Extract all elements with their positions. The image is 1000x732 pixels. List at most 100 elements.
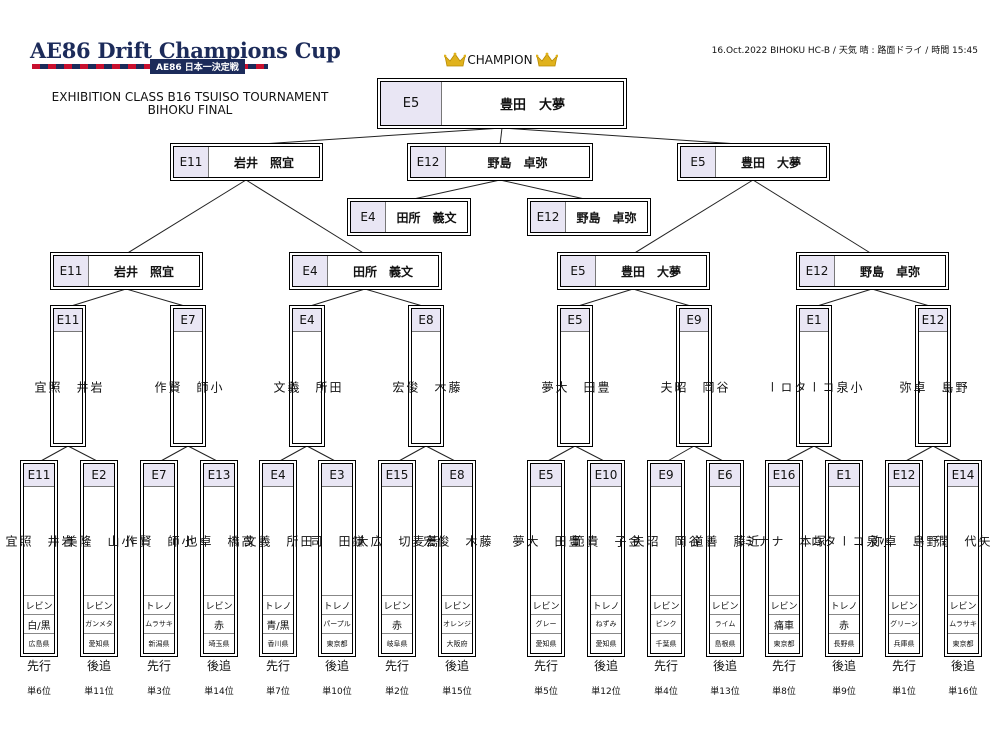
seed-label: E5	[681, 147, 716, 177]
quarterfinal-box: E4 田 所 義 文	[272, 308, 342, 444]
champion-box: E5 豊田 大夢	[380, 81, 624, 126]
solo-rank: 単10位	[322, 687, 352, 697]
driver-name: 小 山 隆 美	[64, 534, 134, 548]
seed-label: E12	[919, 309, 947, 332]
prefecture: 東京都	[948, 633, 978, 653]
run-order: 先行	[146, 659, 171, 673]
driver-name: 近 藤 善 道	[690, 534, 760, 548]
competitor-card: E3 鎌 田 司 トレノ パープル 東京都	[309, 463, 365, 654]
final-box: E12 野島 卓弥	[410, 146, 590, 178]
bracket-connector	[306, 288, 366, 308]
prefecture: 愛知県	[531, 633, 561, 653]
semifinal-box: E11 岩井 照宜	[53, 255, 200, 287]
car-color: ねずみ	[591, 614, 621, 633]
car-color: 痛車	[769, 614, 799, 633]
car-color: ムラサキ	[948, 614, 978, 633]
car-model: レビン	[948, 595, 978, 614]
run-order: 後追	[831, 659, 856, 673]
logo-title: AE86 Drift Champions Cup	[30, 38, 341, 63]
car-color: 赤	[829, 614, 859, 633]
seed-label: E12	[531, 202, 566, 232]
seed-label: E9	[680, 309, 708, 332]
solo-rank: 単7位	[266, 687, 290, 697]
bracket-connector	[187, 445, 220, 463]
bracket-connector	[425, 445, 458, 463]
seed-label: E7	[174, 309, 202, 332]
car-color: 赤	[382, 614, 412, 633]
prefecture: 愛知県	[84, 633, 114, 653]
quarterfinal-box: E11 岩 井 照 宜	[33, 308, 103, 444]
final-box: E11 岩井 照宜	[173, 146, 320, 178]
quarterfinal-box: E8 藤 木 俊 宏	[391, 308, 461, 444]
car-model: レビン	[382, 595, 412, 614]
bracket-connector	[245, 127, 503, 146]
seed-label: E1	[800, 309, 828, 332]
seed-label: E6	[710, 464, 740, 487]
car-model: レビン	[442, 595, 472, 614]
bracket-connector	[245, 179, 366, 255]
bracket-connector	[67, 288, 127, 308]
seed-label: E12	[889, 464, 919, 487]
driver-name: 野島 卓弥	[487, 155, 548, 170]
run-order: 後追	[712, 659, 737, 673]
run-order: 先行	[653, 659, 678, 673]
bracket-connector	[408, 179, 501, 201]
event-title: EXHIBITION CLASS B16 TSUISO TOURNAMENT B…	[30, 91, 350, 117]
event-title-line1: EXHIBITION CLASS B16 TSUISO TOURNAMENT	[51, 90, 329, 104]
seed-label: E4	[293, 256, 328, 286]
third-round-box: E12 野島 卓弥	[530, 201, 648, 233]
driver-name: 豊 田 大 夢	[540, 381, 610, 394]
competitor-card: E1 小 泉 コ ー タ ロ ー トレノ 赤 長野県	[795, 463, 893, 654]
solo-rank: 単5位	[534, 687, 558, 697]
driver-name: 田所 義文	[352, 264, 413, 279]
driver-name: 金 子 貴 範	[571, 534, 641, 548]
competitor-card: E11 岩 井 照 宜 レビン 白/黒 広島県	[4, 463, 74, 654]
seed-label: E9	[651, 464, 681, 487]
seed-label: E16	[769, 464, 799, 487]
prefecture: 埼玉県	[204, 633, 234, 653]
seed-label: E11	[54, 256, 89, 286]
car-color: ライム	[710, 614, 740, 633]
driver-name: 岩 井 照 宜	[4, 534, 74, 548]
solo-rank: 単1位	[892, 687, 916, 697]
competitor-card: E7 小 師 賢 作 トレノ ムラサキ 新潟県	[124, 463, 194, 654]
prefecture: 愛知県	[591, 633, 621, 653]
seed-label: E14	[948, 464, 978, 487]
car-model: トレノ	[591, 595, 621, 614]
bracket-connector	[499, 127, 503, 146]
driver-name: 高 橋 卓 也	[184, 534, 254, 548]
event-title-line2: BIHOKU FINAL	[147, 103, 233, 117]
prefecture: 新潟県	[144, 633, 174, 653]
semifinal-box: E5 豊田 大夢	[560, 255, 707, 287]
bracket-connector	[783, 445, 815, 463]
car-color: 赤	[204, 614, 234, 633]
car-model: レビン	[84, 595, 114, 614]
prefecture: 千葉県	[651, 633, 681, 653]
bracket-connector	[813, 288, 873, 308]
seed-label: E2	[84, 464, 114, 487]
solo-rank: 単3位	[147, 687, 171, 697]
solo-rank: 単6位	[27, 687, 51, 697]
solo-rank: 単2位	[385, 687, 409, 697]
driver-name: 豊田 大夢	[620, 264, 681, 279]
driver-name: 田 所 義 文	[272, 381, 342, 394]
car-model: レビン	[710, 595, 740, 614]
bracket-connector	[574, 288, 634, 308]
crown-icon	[444, 52, 466, 67]
driver-name: 野 島 卓 弥	[898, 381, 968, 394]
bracket-connector	[693, 445, 726, 463]
competitor-card: E4 田 所 義 文 トレノ 青/黒 香川県	[243, 463, 313, 654]
bracket-connector	[499, 179, 590, 201]
driver-name: 岩井 照宜	[233, 155, 294, 170]
solo-rank: 単4位	[654, 687, 678, 697]
seed-label: E5	[381, 82, 442, 125]
bracket-connector	[903, 445, 934, 463]
car-color: グリーン	[889, 614, 919, 633]
driver-name: 谷 岡 昭 夫	[659, 381, 729, 394]
competitor-card: E5 豊 田 大 夢 レビン グレー 愛知県	[511, 463, 581, 654]
driver-name: 豊田 大夢	[740, 155, 801, 170]
car-color: パープル	[322, 614, 352, 633]
prefecture: 香川県	[263, 633, 293, 653]
run-order: 先行	[533, 659, 558, 673]
car-model: トレノ	[829, 595, 859, 614]
